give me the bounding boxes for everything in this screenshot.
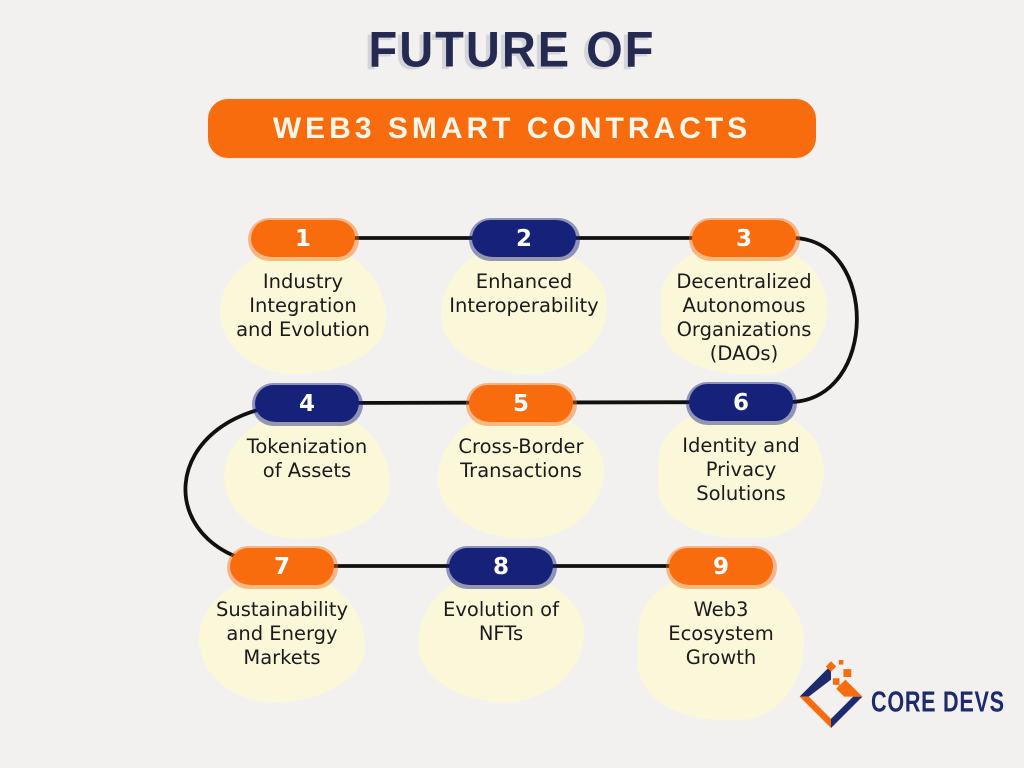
item-number: 9 (712, 553, 729, 580)
item-number-pill: 5 (466, 383, 577, 426)
item-highlight-blob (418, 572, 584, 702)
item-number-pill: 1 (248, 218, 359, 261)
subtitle-banner: WEB3 SMART CONTRACTS (208, 99, 816, 158)
item-number: 7 (273, 553, 290, 580)
item-number: 1 (294, 225, 311, 252)
item-number-pill: 3 (689, 218, 800, 261)
item-number: 6 (732, 389, 749, 416)
item-number: 3 (735, 225, 752, 252)
coredevs-logo: CORE DEVS (797, 650, 1024, 738)
item-number-pill: 9 (666, 546, 777, 589)
item-number-pill: 7 (227, 546, 338, 589)
item-number: 8 (492, 553, 509, 580)
item-number-pill: 6 (686, 382, 797, 425)
item-number-pill: 8 (446, 546, 557, 589)
subtitle-banner-text: WEB3 SMART CONTRACTS (272, 111, 752, 145)
coredevs-cube-icon (799, 660, 863, 728)
item-number-pill: 2 (469, 218, 580, 261)
item-highlight-blob (199, 572, 365, 702)
item-number-pill: 4 (252, 383, 363, 426)
page-title: FUTURE OF (368, 21, 656, 78)
item-highlight-blob (638, 572, 804, 720)
item-number: 5 (512, 390, 529, 417)
coredevs-logo-text: CORE DEVS (871, 686, 1005, 719)
item-number: 4 (298, 390, 315, 417)
item-number: 2 (515, 225, 532, 252)
